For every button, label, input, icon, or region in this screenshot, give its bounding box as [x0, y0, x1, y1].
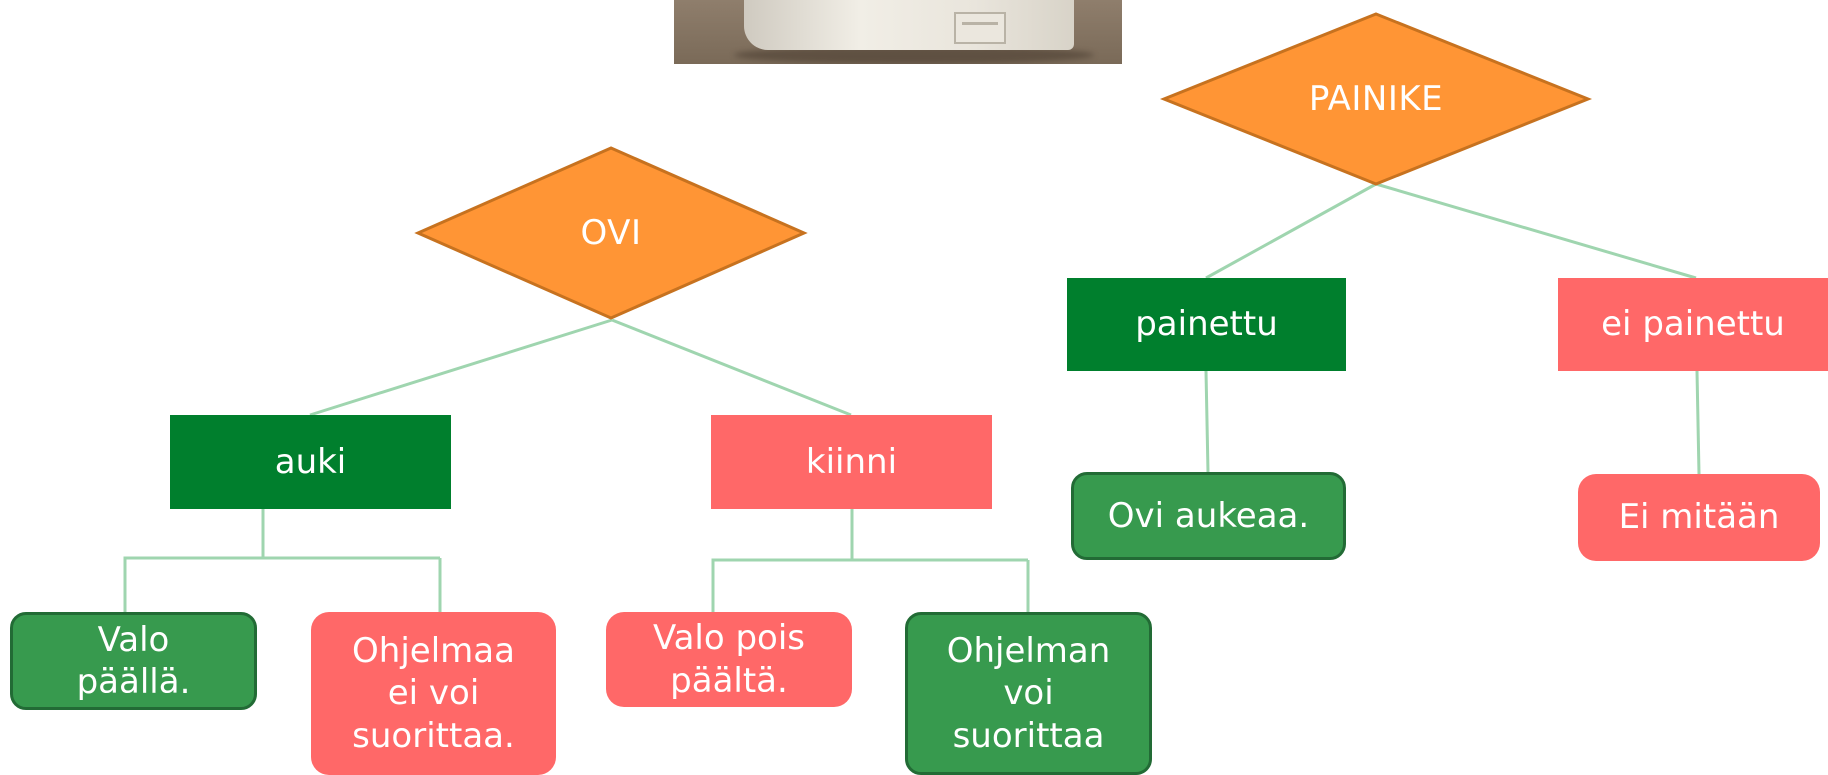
- painike-diamond-shape: [1159, 12, 1593, 186]
- outcome-ohjelmaa-ei-voi-suorittaa: Ohjelmaa ei voi suorittaa.: [311, 612, 556, 775]
- connector-ovi-kiinni: [611, 318, 852, 417]
- state-auki: auki: [170, 415, 451, 509]
- connector-auki-outcomes: [123, 509, 265, 612]
- microwave-body: [744, 0, 1074, 50]
- microwave-photo: [674, 0, 1122, 64]
- connector-painettu-outcome: [1204, 370, 1210, 473]
- outcome-valo-pois-paalta: Valo pois päältä.: [606, 612, 852, 707]
- outcome-valo-paalla: Valo päällä.: [10, 612, 257, 710]
- painike-decision-node: PAINIKE: [1159, 12, 1593, 186]
- connector-eipainettu-outcome: [1695, 370, 1701, 475]
- microwave-control-panel: [954, 12, 1006, 44]
- photo-shadow: [734, 46, 1094, 64]
- outcome-ei-mitaan: Ei mitään: [1578, 474, 1820, 561]
- ovi-decision-node: OVI: [414, 146, 808, 320]
- outcome-ohjelman-voi-suorittaa: Ohjelman voi suorittaa: [905, 612, 1152, 775]
- outcome-ovi-aukeaa: Ovi aukeaa.: [1071, 472, 1346, 560]
- ovi-diamond-shape: [414, 146, 808, 320]
- state-ei-painettu: ei painettu: [1558, 278, 1828, 371]
- state-kiinni: kiinni: [711, 415, 992, 509]
- state-painettu: painettu: [1067, 278, 1346, 371]
- connector-painike-painettu: [1205, 182, 1377, 280]
- connector-painike-eipainettu: [1375, 182, 1697, 280]
- painike-decision-label: PAINIKE: [1308, 79, 1444, 119]
- connector-ovi-auki: [309, 318, 613, 417]
- connector-kiinni-outcomes: [711, 509, 854, 612]
- ovi-decision-label: OVI: [580, 213, 642, 253]
